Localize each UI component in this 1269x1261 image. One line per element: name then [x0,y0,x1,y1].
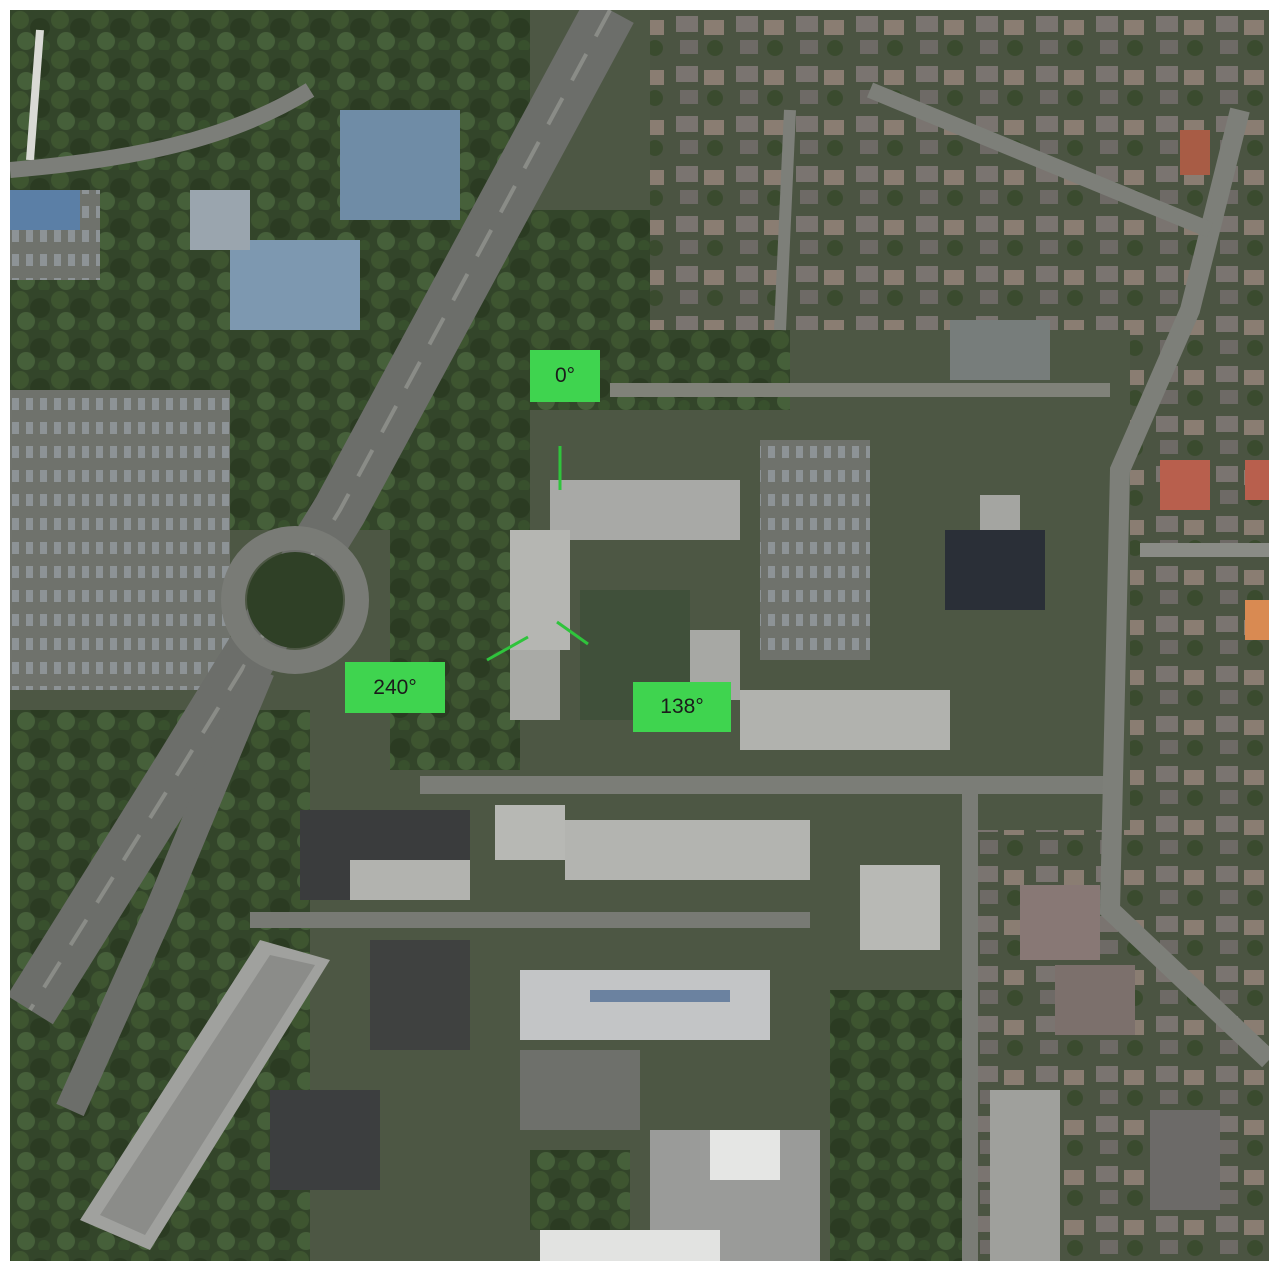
aerial-imagery [10,10,1269,1261]
view-direction-markers [486,446,589,662]
aerial-map: 0° 240° 138° [10,10,1269,1261]
label-240-deg: 240° [345,662,445,713]
marker-138-deg [556,620,589,646]
marker-240-deg [486,635,529,662]
label-0-deg: 0° [530,350,600,402]
label-138-deg: 138° [633,682,731,732]
